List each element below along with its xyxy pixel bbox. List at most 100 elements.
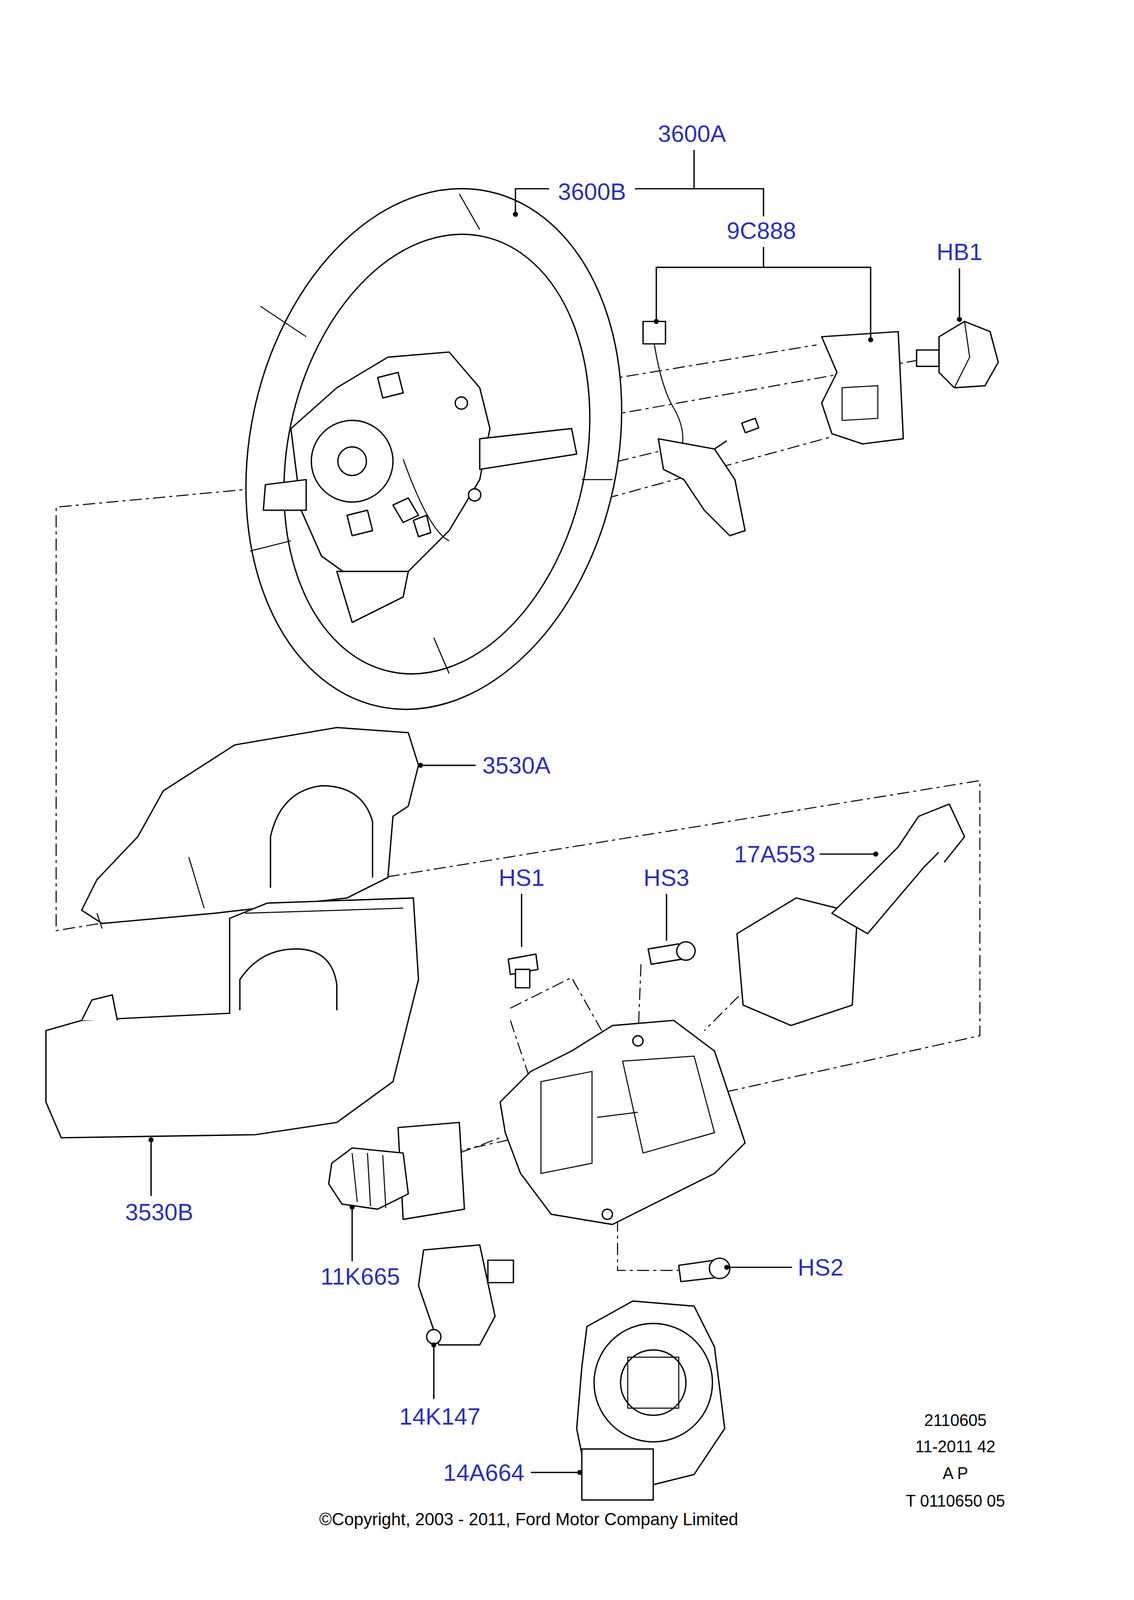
steering-wheel [392, 497, 419, 523]
leader-line [512, 211, 518, 217]
leader-line [726, 1266, 792, 1268]
leader-line [148, 1137, 154, 1143]
steering-wheel [468, 488, 481, 502]
part-number: HS2 [797, 1255, 844, 1279]
upper-shroud [81, 727, 419, 924]
assembly-line [617, 1219, 679, 1271]
steering-wheel [199, 153, 669, 745]
part-number: 3530B [125, 1200, 194, 1224]
bolt [939, 321, 999, 388]
upper-shroud [96, 912, 102, 929]
part-number: 3530A [482, 753, 551, 777]
leader-line [420, 764, 476, 766]
part-number: 17A553 [733, 842, 816, 866]
switch-housing [500, 1020, 746, 1225]
switch-assembly [642, 321, 666, 344]
leader-line [868, 337, 874, 343]
part-number: 14A664 [443, 1460, 525, 1485]
steering-wheel [263, 479, 307, 511]
leader-line [148, 149, 963, 1475]
switch-housing [540, 1071, 593, 1174]
leader-line [665, 893, 668, 941]
steering-wheel [244, 205, 629, 703]
part-number: HB1 [936, 240, 983, 264]
steering-wheel [459, 193, 480, 230]
drawing-reference: 11-2011 42 [915, 1438, 996, 1455]
switch-assembly [741, 418, 759, 433]
leader-line [693, 149, 695, 189]
switch-assembly [658, 438, 745, 536]
drawing-reference: 2110605 [924, 1412, 987, 1429]
upper-shroud [270, 785, 373, 888]
leader-line [762, 246, 765, 268]
light-switch [328, 1122, 465, 1220]
leader-line [349, 1204, 355, 1210]
leader-line [530, 1471, 580, 1473]
switch-housing [622, 1056, 715, 1154]
light-switch [352, 1153, 386, 1209]
wiper-switch [918, 804, 965, 863]
steering-wheel [199, 153, 669, 745]
steering-wheel [377, 372, 404, 398]
steering-wheel [433, 637, 449, 674]
leader-line [656, 267, 871, 340]
clockspring [627, 1356, 680, 1409]
switch-assembly [821, 331, 904, 444]
lower-shroud [245, 907, 404, 913]
steering-wheel [347, 510, 373, 536]
lower-shroud [45, 897, 419, 1138]
screw [676, 941, 696, 961]
bolt [916, 349, 940, 367]
leader-line [431, 1341, 437, 1347]
steering-wheel [250, 540, 291, 552]
screw [515, 969, 531, 988]
steering-wheel [260, 306, 306, 338]
clockspring [576, 1300, 725, 1500]
wiper-switch [737, 804, 965, 1026]
clockspring [620, 1349, 686, 1415]
leader-line [653, 318, 659, 324]
switch-assembly [842, 385, 879, 421]
steering-wheel [455, 396, 468, 410]
steering-wheel [581, 478, 613, 480]
steering-wheel [337, 446, 367, 476]
switch-assembly [654, 343, 683, 449]
part-number: 9C888 [726, 218, 797, 243]
switch-housing [632, 1035, 644, 1047]
switch-assembly [714, 440, 727, 449]
switch-housing [597, 1112, 638, 1118]
assembly-line [459, 1137, 501, 1154]
part-number: 11K665 [320, 1264, 401, 1289]
leader-line [577, 1469, 583, 1475]
clockspring [593, 1323, 713, 1442]
switch-housing [602, 1209, 613, 1220]
cover-switch [418, 1244, 514, 1345]
part-number: 14K147 [399, 1404, 481, 1429]
bolt [916, 321, 999, 388]
cover-switch [418, 1244, 496, 1345]
leader-line [433, 1344, 435, 1399]
drawing-reference: T 0110650 05 [905, 1492, 1005, 1510]
leader-line [418, 762, 424, 768]
drawing-reference: A P [942, 1465, 969, 1482]
steering-wheel [479, 428, 577, 470]
assembly-line [510, 1020, 531, 1082]
lower-shroud [239, 948, 337, 1010]
leader-line [956, 316, 962, 322]
part-number: 3600B [558, 179, 627, 204]
leader-line [150, 1139, 152, 1196]
lower-shroud [81, 994, 118, 1021]
bolt [954, 321, 970, 388]
part-number: HS3 [643, 865, 690, 890]
screw [508, 941, 730, 1282]
steering-wheel [311, 420, 393, 502]
part-number: 3600A [657, 121, 726, 146]
light-switch [398, 1122, 465, 1220]
leader-line [873, 851, 879, 857]
leader-line [958, 268, 961, 320]
leader-line [515, 188, 550, 215]
steering-wheel [413, 515, 431, 537]
upper-shroud [81, 727, 419, 929]
clockspring [581, 1448, 654, 1501]
